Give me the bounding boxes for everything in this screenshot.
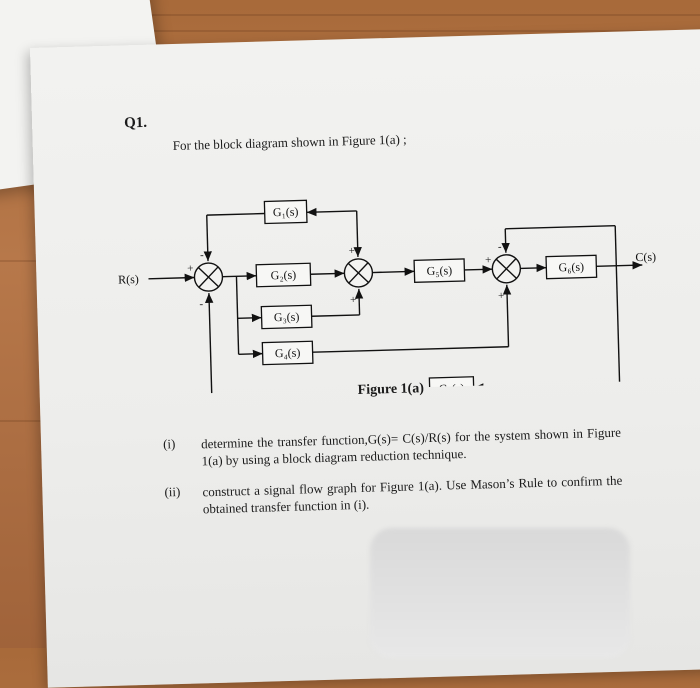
block-diagram: G₁(s) G₂(s) G₃(s) G₄(s) G₅(s) G₆(s) G₇(s…	[93, 151, 659, 397]
sign-s1-top: -	[200, 249, 204, 261]
sign-s2-top: +	[349, 245, 356, 257]
sign-s3-left: +	[485, 254, 492, 266]
label-g3: G₃(s)	[274, 310, 300, 325]
label-g4: G₄(s)	[275, 346, 301, 361]
question-intro: For the block diagram shown in Figure 1(…	[173, 132, 407, 155]
block-g7	[429, 377, 474, 396]
label-g1: G₁(s)	[273, 205, 299, 220]
part-i-number: (i)	[163, 436, 176, 452]
question-number: Q1.	[124, 115, 147, 133]
part-ii-text: construct a signal flow graph for Figure…	[202, 472, 623, 518]
output-label: C(s)	[635, 250, 656, 265]
part-i-text: determine the transfer function,G(s)= C(…	[201, 424, 622, 470]
label-g2: G₂(s)	[270, 268, 296, 283]
light-glare	[370, 528, 630, 658]
figure-caption: Figure 1(a)	[357, 381, 424, 399]
label-g6: G₆(s)	[558, 260, 584, 275]
part-ii-number: (ii)	[164, 484, 180, 500]
sign-s3-bottom: +	[498, 290, 505, 302]
label-g5: G₅(s)	[426, 263, 452, 278]
sign-s2-bottom: +	[350, 294, 357, 306]
input-label: R(s)	[118, 272, 139, 287]
sign-s3-top: -	[498, 241, 502, 253]
sign-s1-bottom: -	[199, 298, 203, 310]
sign-s1-in: +	[187, 263, 194, 275]
label-g7: G₇(s)	[439, 381, 465, 396]
